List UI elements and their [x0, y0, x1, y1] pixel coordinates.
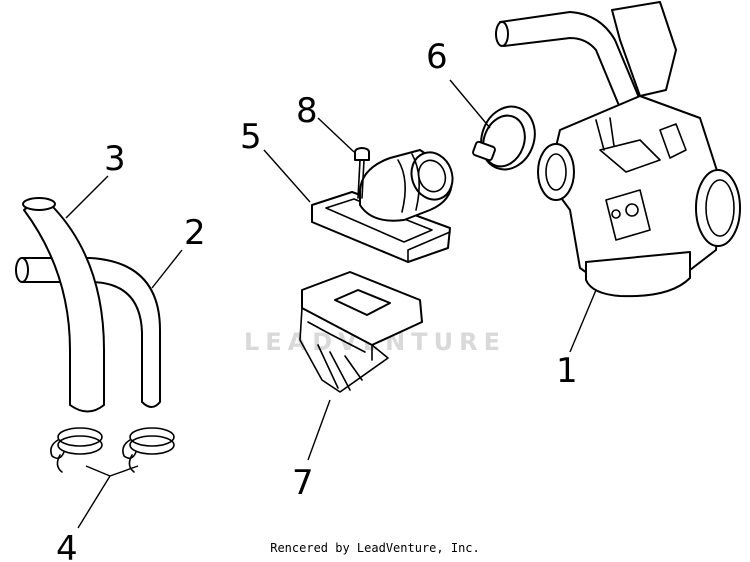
- callout-6: 6: [426, 37, 448, 77]
- leader-lines: [65, 79, 597, 529]
- callout-7: 7: [292, 463, 314, 503]
- callout-1: 1: [556, 351, 578, 391]
- callout-5: 5: [240, 117, 262, 157]
- callout-4: 4: [56, 529, 78, 562]
- footer-credit: Rencered by LeadVenture, Inc.: [270, 541, 480, 555]
- callout-3: 3: [104, 139, 126, 179]
- clamp-part-4-left[interactable]: [50, 427, 103, 473]
- carburetor-part-1[interactable]: [495, 1, 741, 298]
- callout-2: 2: [184, 213, 206, 253]
- hose-part-3[interactable]: [22, 197, 105, 413]
- callout-8: 8: [296, 91, 318, 131]
- screw-part-8[interactable]: [354, 147, 370, 199]
- clamp-part-6[interactable]: [472, 99, 543, 177]
- reed-valve-part-7[interactable]: [299, 271, 423, 393]
- intake-manifold-part-5[interactable]: [311, 147, 459, 263]
- clamp-part-4-right[interactable]: [122, 427, 175, 473]
- hose-part-2[interactable]: [15, 257, 161, 408]
